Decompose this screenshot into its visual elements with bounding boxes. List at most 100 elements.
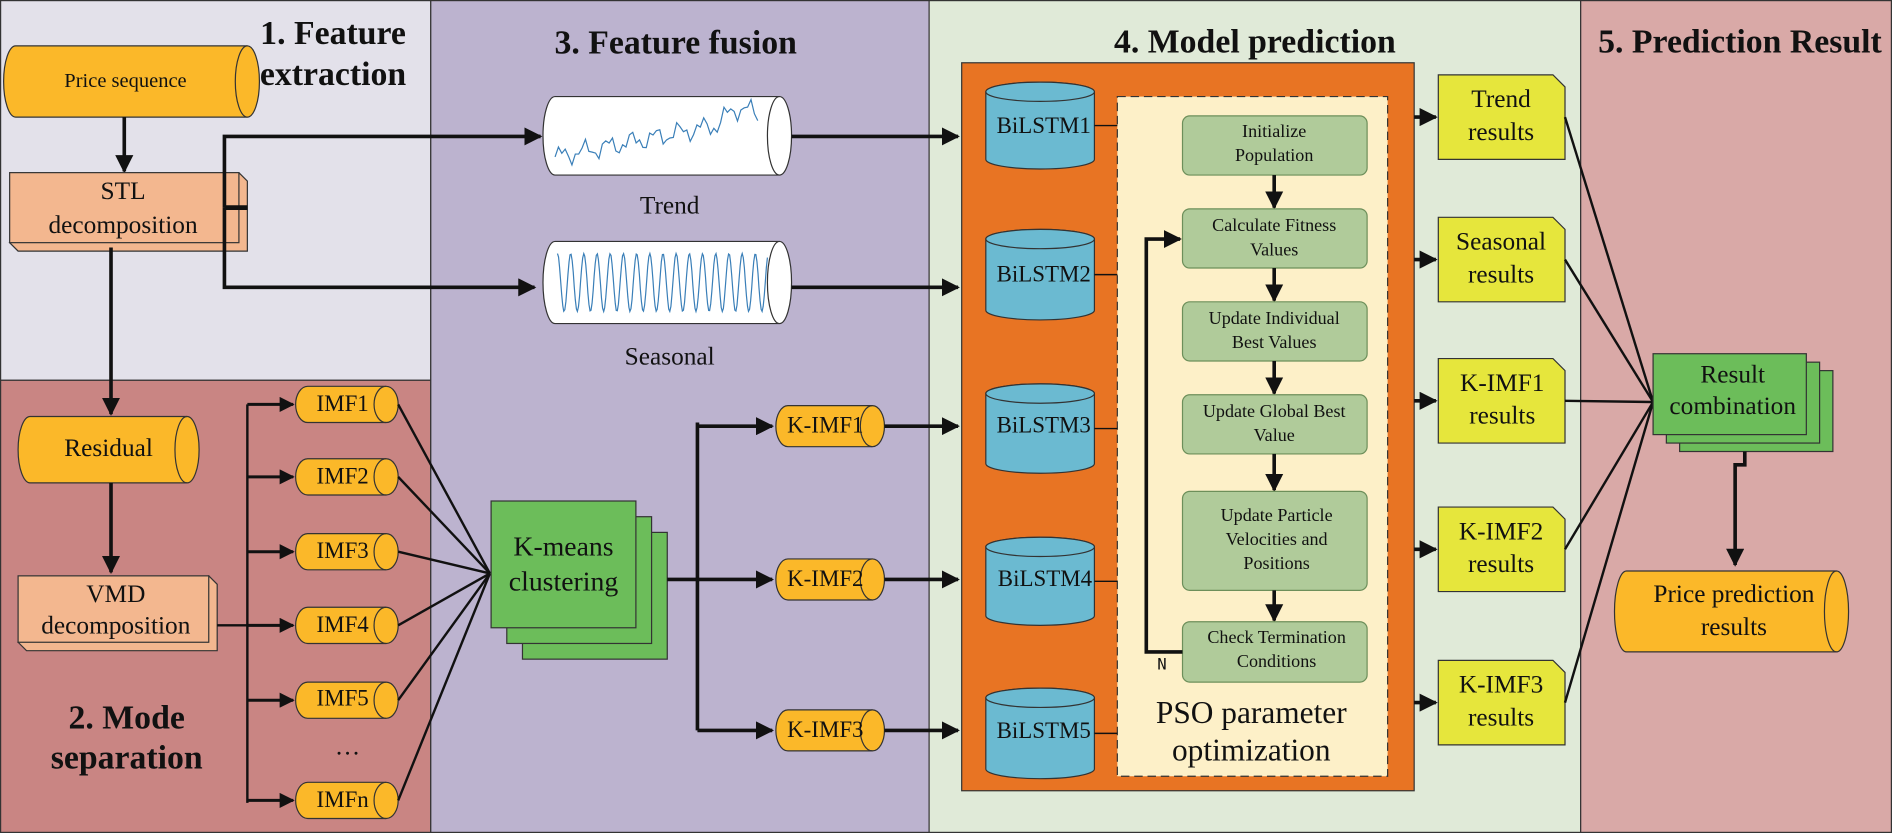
loop-no-label: N: [1157, 655, 1166, 674]
section-title-model-prediction: 4. Model prediction: [1114, 23, 1396, 60]
stl-label-2: decomposition: [49, 211, 198, 239]
arrow-to-trend: [222, 127, 543, 208]
line-result-to-combination-4: [1563, 401, 1655, 550]
bilstm-cylinder-4-top: [985, 536, 1096, 558]
arrow-pso-loop: [1144, 229, 1183, 654]
kimf3-label: K-IMF3: [787, 717, 863, 742]
bilstm-cylinder-1-top: [985, 81, 1096, 103]
pso-title: PSO parameter: [1156, 695, 1347, 730]
line-imf-to-kmeans-6: [397, 572, 492, 801]
pso-step-5-label: Update Particle: [1221, 505, 1333, 525]
imf-cylinder-2-end: [373, 458, 387, 496]
residual-cylinder-end: [174, 415, 188, 484]
pso-step-2-label: Calculate Fitness: [1212, 215, 1336, 235]
pso-step-4-label-2: Value: [1254, 425, 1295, 445]
line-result-to-combination-2: [1563, 258, 1655, 403]
kimf1-results-label-2: results: [1469, 402, 1535, 430]
result-note-3: [1437, 357, 1566, 444]
price-sequence-cylinder-end: [234, 45, 248, 118]
line-result-to-combination-3: [1564, 399, 1654, 404]
trend-results-label: Trend: [1471, 85, 1531, 113]
pso-step-1-label-2: Population: [1235, 145, 1313, 165]
price-prediction-results-label-2: results: [1701, 613, 1767, 641]
imf3-label: IMF3: [317, 538, 369, 563]
pso-step-5-label-3: Positions: [1243, 553, 1309, 573]
imf-cylinder-6-end: [373, 781, 387, 820]
result-combination-box: [1652, 353, 1807, 436]
line-imf-to-kmeans-4: [397, 572, 491, 627]
result-note-1: [1437, 74, 1566, 160]
pso-step-6-label: Check Termination: [1207, 627, 1346, 647]
imf-cylinder-1-end: [373, 385, 387, 424]
kimf2-label: K-IMF2: [787, 566, 863, 591]
kmeans-label-2: clustering: [509, 567, 619, 598]
pso-step-6-label-2: Conditions: [1237, 651, 1316, 671]
line-imf-to-kmeans-3: [397, 550, 491, 575]
pso-step-4-label: Update Global Best: [1203, 401, 1346, 421]
bilstm4-label: BiLSTM4: [998, 566, 1093, 591]
line-result-to-combination-1: [1563, 116, 1655, 403]
line-result-to-combination-5: [1563, 401, 1655, 703]
section-title-feature-fusion: 3. Feature fusion: [555, 25, 798, 62]
price-prediction-results-cylinder-end: [1823, 570, 1837, 653]
vmd-label-2: decomposition: [41, 612, 190, 640]
kimf-cylinder-2-end: [859, 558, 873, 601]
section-title-feature-extraction: 1. Feature: [260, 15, 406, 52]
seasonal-label: Seasonal: [625, 342, 715, 370]
bilstm5-label: BiLSTM5: [997, 718, 1091, 743]
bilstm-cylinder-5-top: [985, 687, 1096, 709]
imf-cylinder-5-end: [373, 681, 387, 719]
arrow-combination-to-prediction: [1726, 451, 1747, 567]
bilstm3-label: BiLSTM3: [997, 413, 1091, 438]
seasonal-results-label: Seasonal: [1456, 228, 1546, 256]
seasonal-cylinder-end: [766, 240, 780, 325]
result-combination-label-2: combination: [1669, 392, 1796, 420]
imf-cylinder-4-end: [373, 606, 387, 645]
imf5-label: IMF5: [317, 685, 369, 710]
kimf-cylinder-3-end: [859, 709, 873, 752]
stl-decomposition-box: [9, 172, 240, 244]
imf-cylinder-3-end: [373, 532, 387, 571]
line-imf-to-kmeans-5: [397, 572, 491, 701]
imfn-label: IMFn: [317, 787, 370, 812]
residual-label: Residual: [64, 434, 153, 462]
kmeans-box: [490, 500, 637, 629]
ellipsis-label: …: [335, 732, 360, 760]
section-title-prediction-result: 5. Prediction Result: [1598, 23, 1882, 60]
result-note-4: [1437, 506, 1566, 593]
imf2-label: IMF2: [317, 463, 369, 488]
bilstm2-label: BiLSTM2: [997, 262, 1091, 287]
result-note-5: [1437, 659, 1566, 746]
trend-results-label-2: results: [1468, 118, 1534, 146]
imf4-label: IMF4: [317, 612, 370, 637]
price-sequence-label: Price sequence: [64, 70, 186, 92]
section-title-mode-separation: 2. Mode: [69, 699, 185, 736]
kimf3-results-label-2: results: [1468, 703, 1534, 731]
bilstm1-label: BiLSTM1: [997, 113, 1091, 138]
pso-step-2-label-2: Values: [1250, 239, 1298, 259]
line-imf-to-kmeans-1: [397, 403, 491, 575]
stl-label: STL: [101, 177, 146, 205]
kimf2-results-label-2: results: [1468, 550, 1534, 578]
kimf-cylinder-1-end: [859, 405, 873, 448]
section-title-feature-extraction-2: extraction: [260, 56, 407, 93]
trend-label: Trend: [640, 191, 700, 219]
seasonal-waveform: [556, 251, 769, 314]
trend-cylinder-end: [766, 95, 780, 176]
line-imf-to-kmeans-2: [397, 476, 491, 575]
seasonal-results-label-2: results: [1468, 260, 1534, 288]
pso-step-1-label: Initialize: [1242, 121, 1306, 141]
bilstm-cylinder-2-top: [985, 228, 1096, 250]
kimf1-label: K-IMF1: [787, 413, 863, 438]
arrow-to-seasonal: [222, 207, 537, 297]
price-prediction-results-label: Price prediction: [1653, 580, 1814, 608]
pso-step-3-label: Update Individual: [1209, 308, 1340, 328]
trend-cylinder: [542, 95, 793, 176]
kimf1-results-label: K-IMF1: [1460, 369, 1544, 397]
result-note-2: [1437, 216, 1566, 303]
section-title-mode-separation-2: separation: [51, 739, 203, 776]
pso-step-5-label-2: Velocities and: [1226, 529, 1328, 549]
pso-step-3-label-2: Best Values: [1232, 332, 1317, 352]
